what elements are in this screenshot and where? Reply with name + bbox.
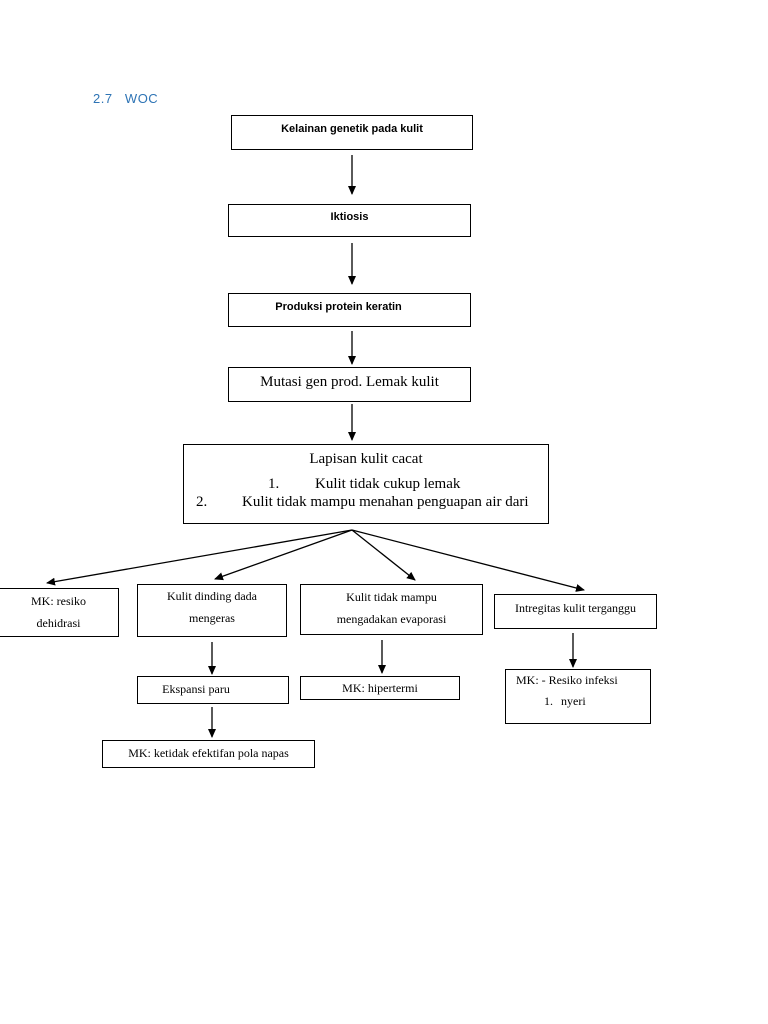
arrow-lapisan-integritas (351, 529, 585, 592)
lapisan-title: Lapisan kulit cacat (309, 451, 423, 467)
arrow-lapisan-dehidrasi (46, 529, 353, 586)
node-mk-ketidak-efektifan-pola-napas: MK: ketidak efektifan pola napas (102, 740, 315, 768)
lapisan-item-1: 1.Kulit tidak cukup lemak (268, 476, 461, 492)
node-lapisan-kulit-cacat: Lapisan kulit cacat 1.Kulit tidak cukup … (183, 444, 549, 524)
node-kulit-tidak-mampu-evaporasi: Kulit tidak mampu mengadakan evaporasi (300, 584, 483, 635)
section-heading: 2.7 WOC (93, 91, 158, 106)
lapisan-item-2: 2.Kulit tidak mampu menahan penguapan ai… (196, 494, 529, 510)
arrow-lapisan-dinding (214, 529, 353, 581)
section-title: WOC (124, 91, 159, 106)
node-iktiosis: Iktiosis (228, 204, 471, 237)
arrow-lapisan-evaporasi (351, 529, 416, 581)
node-kulit-dinding-dada: Kulit dinding dada mengeras (137, 584, 287, 637)
section-number: 2.7 (93, 91, 113, 106)
node-produksi-keratin: Produksi protein keratin (228, 293, 471, 327)
node-kelainan-genetik: Kelainan genetik pada kulit (231, 115, 473, 150)
node-mutasi-gen: Mutasi gen prod. Lemak kulit (228, 367, 471, 402)
infeksi-item-1: 1.nyeri (544, 694, 586, 708)
node-ekspansi-paru: Ekspansi paru (137, 676, 289, 704)
node-integritas-kulit: Intregitas kulit terganggu (494, 594, 657, 629)
node-mk-hipertermi: MK: hipertermi (300, 676, 460, 700)
node-mk-resiko-dehidrasi: MK: resiko dehidrasi (0, 588, 119, 637)
node-mk-resiko-infeksi: MK: - Resiko infeksi 1.nyeri (505, 669, 651, 724)
